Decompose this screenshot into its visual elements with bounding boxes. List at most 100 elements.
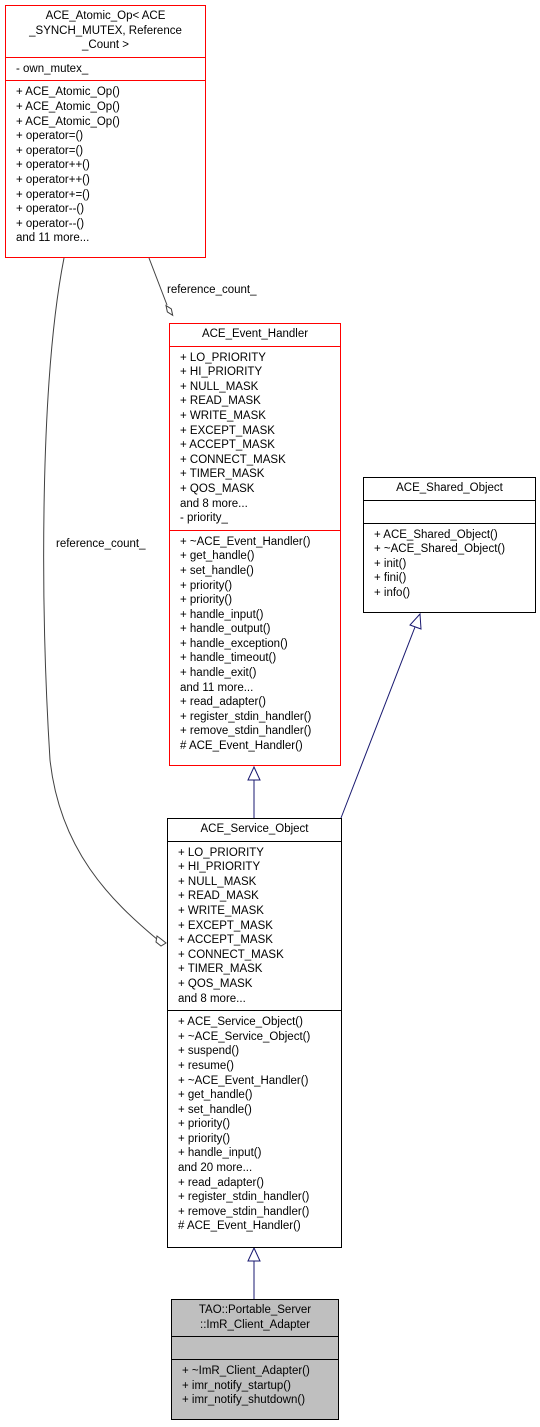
operation: + set_handle() <box>178 1103 252 1116</box>
edge-label-reference-count-event-handler: reference_count_ <box>167 284 257 296</box>
operation: + ~ACE_Event_Handler() <box>178 1074 309 1087</box>
operations-section: + ACE_Shared_Object() + ~ACE_Shared_Obje… <box>364 522 535 605</box>
attributes-section <box>172 1336 338 1359</box>
attribute: + LO_PRIORITY <box>180 351 266 364</box>
attribute: + EXCEPT_MASK <box>178 919 273 932</box>
operation: + priority() <box>180 579 233 592</box>
class-title: TAO::Portable_Server ::ImR_Client_Adapte… <box>172 1300 338 1336</box>
attribute: + NULL_MASK <box>178 875 257 888</box>
association-edge-service-object <box>43 257 159 941</box>
operation: + get_handle() <box>180 550 255 563</box>
attribute: and 8 more... <box>178 992 246 1005</box>
operation: + priority() <box>178 1132 231 1145</box>
operation: + handle_input() <box>178 1147 262 1160</box>
class-title: ACE_Atomic_Op< ACE _SYNCH_MUTEX, Referen… <box>6 6 205 57</box>
attribute: + HI_PRIORITY <box>178 861 261 874</box>
operation: + ACE_Atomic_Op() <box>16 86 120 99</box>
class-title-line: ::ImR_Client_Adapter <box>200 1318 310 1331</box>
operation: + imr_notify_shutdown() <box>182 1394 306 1407</box>
operation: + read_adapter() <box>180 696 266 709</box>
attribute: and 8 more... <box>180 497 248 510</box>
operation: + priority() <box>180 594 233 607</box>
attribute: + EXCEPT_MASK <box>180 424 275 437</box>
attribute: + HI_PRIORITY <box>180 366 263 379</box>
operation: + register_stdin_handler() <box>178 1191 310 1204</box>
operation: + handle_input() <box>180 608 264 621</box>
attribute: + QOS_MASK <box>180 482 255 495</box>
operation: + ACE_Atomic_Op() <box>16 115 120 128</box>
attributes-section: - own_mutex_ <box>6 56 205 81</box>
operation: + priority() <box>178 1118 231 1131</box>
attribute: + WRITE_MASK <box>180 409 266 422</box>
attribute: + WRITE_MASK <box>178 904 264 917</box>
attribute: + ACCEPT_MASK <box>180 439 275 452</box>
operation: + operator+=() <box>16 188 90 201</box>
attribute: + CONNECT_MASK <box>180 453 286 466</box>
association-edge-event-handler <box>148 257 168 306</box>
class-title-line: _SYNCH_MUTEX, Reference <box>29 24 182 37</box>
association-diamond-service-object <box>155 935 167 947</box>
operation: + fini() <box>374 572 407 585</box>
attribute: + CONNECT_MASK <box>178 948 284 961</box>
operation: + ~ACE_Service_Object() <box>178 1030 311 1043</box>
inheritance-arrow-shared-object <box>409 612 422 630</box>
class-node-ace-service-object[interactable]: ACE_Service_Object + LO_PRIORITY + HI_PR… <box>167 818 342 1248</box>
operation: + ACE_Shared_Object() <box>374 528 498 541</box>
class-node-ace-atomic-op[interactable]: ACE_Atomic_Op< ACE _SYNCH_MUTEX, Referen… <box>5 5 206 258</box>
inheritance-arrow-event-handler <box>247 765 261 781</box>
operation: + register_stdin_handler() <box>180 710 312 723</box>
class-node-imr-client-adapter[interactable]: TAO::Portable_Server ::ImR_Client_Adapte… <box>171 1299 339 1420</box>
class-title-line: TAO::Portable_Server <box>198 1304 312 1316</box>
operation: + operator=() <box>16 130 84 143</box>
operation: + imr_notify_startup() <box>182 1379 291 1392</box>
operation: + handle_exit() <box>180 667 257 680</box>
operation: + set_handle() <box>180 564 254 577</box>
operation: + ~ACE_Shared_Object() <box>374 543 506 556</box>
attribute: + QOS_MASK <box>178 977 253 990</box>
class-title: ACE_Event_Handler <box>201 328 309 340</box>
class-title-line: _Count > <box>82 39 129 52</box>
operation: + read_adapter() <box>178 1176 264 1189</box>
operation: + operator=() <box>16 144 84 157</box>
class-title: ACE_Shared_Object <box>396 482 503 494</box>
operation: + remove_stdin_handler() <box>180 725 312 738</box>
operation: + remove_stdin_handler() <box>178 1205 310 1218</box>
attribute: - priority_ <box>180 512 228 525</box>
attribute: - own_mutex_ <box>16 62 89 75</box>
operation: + get_handle() <box>178 1089 253 1102</box>
operations-section: + ~ACE_Event_Handler() + get_handle() + … <box>170 529 340 758</box>
operation: + ACE_Service_Object() <box>178 1016 303 1029</box>
operation: + operator++() <box>16 173 90 186</box>
operation: + suspend() <box>178 1045 240 1058</box>
class-title-line: ACE_Atomic_Op< ACE <box>45 10 166 22</box>
inheritance-arrow-service-object <box>247 1246 261 1262</box>
association-diamond-event-handler <box>165 304 174 317</box>
class-node-ace-event-handler[interactable]: ACE_Event_Handler + LO_PRIORITY + HI_PRI… <box>169 323 341 766</box>
operation: and 20 more... <box>178 1162 253 1175</box>
operations-section: + ACE_Service_Object() + ~ACE_Service_Ob… <box>168 1010 341 1238</box>
attribute: + READ_MASK <box>178 890 259 903</box>
attributes-section: + LO_PRIORITY + HI_PRIORITY + NULL_MASK … <box>168 840 341 1011</box>
operation: + ACE_Atomic_Op() <box>16 100 120 113</box>
operation: + ~ImR_Client_Adapter() <box>182 1365 310 1378</box>
operation: + info() <box>374 586 411 599</box>
operation: # ACE_Event_Handler() <box>180 740 303 753</box>
class-title: ACE_Service_Object <box>200 823 309 835</box>
operation: + handle_timeout() <box>180 652 277 665</box>
attributes-section: + LO_PRIORITY + HI_PRIORITY + NULL_MASK … <box>170 345 340 530</box>
operation: + handle_output() <box>180 623 271 636</box>
attribute: + LO_PRIORITY <box>178 846 264 859</box>
operation: + init() <box>374 557 407 570</box>
operation: + operator++() <box>16 159 90 172</box>
attributes-section <box>364 499 535 523</box>
class-node-ace-shared-object[interactable]: ACE_Shared_Object + ACE_Shared_Object() … <box>363 477 536 613</box>
attribute: + TIMER_MASK <box>178 963 263 976</box>
attribute: + READ_MASK <box>180 395 261 408</box>
inheritance-edge-service-to-shared <box>340 626 416 819</box>
attribute: + ACCEPT_MASK <box>178 934 273 947</box>
attribute: + TIMER_MASK <box>180 468 265 481</box>
operation: + resume() <box>178 1059 234 1072</box>
edge-label-reference-count-service-object: reference_count_ <box>56 538 146 550</box>
operation: and 11 more... <box>180 681 254 694</box>
operation: # ACE_Event_Handler() <box>178 1220 301 1233</box>
